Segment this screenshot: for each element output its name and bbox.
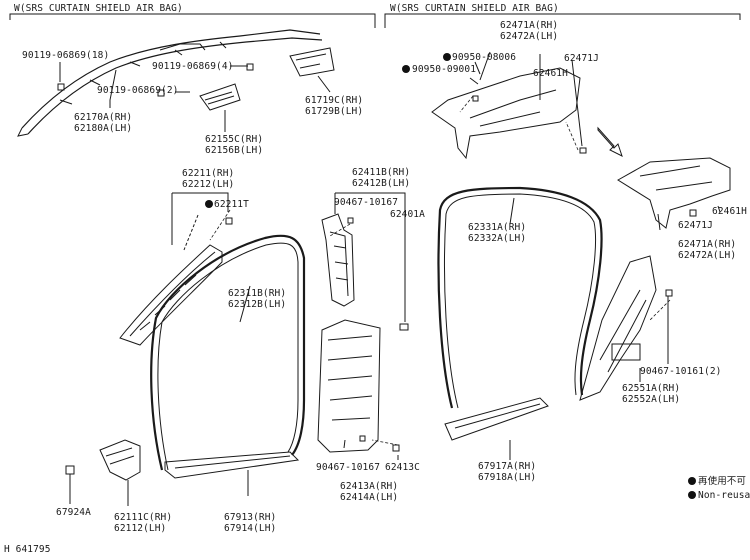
scuff-plate-rear bbox=[444, 397, 549, 441]
figure-id: H 641795 bbox=[4, 544, 51, 555]
part-label: 62170A(RH) bbox=[74, 112, 133, 123]
part-label: 62312B(LH) bbox=[228, 299, 287, 310]
legend-dot-icon bbox=[688, 491, 696, 499]
part-label: 62413C bbox=[385, 462, 420, 473]
left-section-bracket bbox=[9, 13, 376, 28]
part-label: 67917A(RH) bbox=[478, 461, 537, 472]
part-label: 61719C(RH) bbox=[305, 95, 364, 106]
part-label: 67914(LH) bbox=[224, 523, 277, 534]
part-label: 62331A(RH) bbox=[468, 222, 527, 233]
screw-symbols bbox=[57, 63, 254, 97]
part-label: 61729B(LH) bbox=[305, 106, 364, 117]
part-label: 67918A(LH) bbox=[478, 472, 537, 483]
part-label: 62471J bbox=[678, 220, 713, 231]
part-label: 62112(LH) bbox=[114, 523, 167, 534]
part-label: 62212(LH) bbox=[182, 179, 235, 190]
part-label: 62332A(LH) bbox=[468, 233, 527, 244]
part-label: 67913(RH) bbox=[224, 512, 277, 523]
part-label: 62211T bbox=[214, 199, 249, 210]
door-opening-trim-rear bbox=[437, 186, 603, 409]
non-reusable-marker bbox=[205, 200, 213, 208]
part-label: 62472A(LH) bbox=[500, 31, 559, 42]
part-label: 62552A(LH) bbox=[622, 394, 681, 405]
non-reusable-marker bbox=[443, 53, 451, 61]
part-label: 62471A(RH) bbox=[500, 20, 559, 31]
b-pillar-upper bbox=[321, 213, 355, 307]
right-section-bracket bbox=[384, 13, 741, 28]
part-label: 62551A(RH) bbox=[622, 383, 681, 394]
part-label: 67924A bbox=[56, 507, 91, 518]
part-label: 90119-06869(4) bbox=[152, 61, 234, 72]
part-label: 62156B(LH) bbox=[205, 145, 264, 156]
legend-reusable-text: 再使用不可 bbox=[698, 476, 747, 487]
part-label: 90119-06869(18) bbox=[22, 50, 110, 61]
bracket-61719c bbox=[289, 47, 335, 77]
part-label: 62412B(LH) bbox=[352, 178, 411, 189]
right-section-header: W(SRS CURTAIN SHIELD AIR BAG) bbox=[390, 3, 559, 14]
curtain-airbag-drawing bbox=[17, 29, 323, 137]
rear-pillar-garnish-upper bbox=[431, 67, 581, 160]
part-label: 62461H bbox=[533, 68, 568, 79]
part-label: 62413A(RH) bbox=[340, 481, 399, 492]
non-reusable-marker bbox=[402, 65, 410, 73]
part-label: 90467-10167 bbox=[334, 197, 399, 208]
part-label: 90119-06869(2) bbox=[97, 85, 179, 96]
part-label: 62211(RH) bbox=[182, 168, 235, 179]
part-label: 62471J bbox=[564, 53, 599, 64]
rear-pillar-garnish-side bbox=[617, 157, 731, 229]
part-label: 90950-09001 bbox=[412, 64, 477, 75]
legend-non-reusable: Non-reusab bbox=[688, 490, 750, 501]
b-pillar-lower bbox=[317, 319, 381, 453]
clip-67924a bbox=[65, 465, 75, 475]
bracket-62155c bbox=[199, 83, 241, 111]
part-label: 62180A(LH) bbox=[74, 123, 133, 134]
part-label: 62111C(RH) bbox=[114, 512, 173, 523]
part-label: 90467-10161(2) bbox=[640, 366, 722, 377]
legend-dot-icon bbox=[688, 477, 696, 485]
part-label: 62461H bbox=[712, 206, 747, 217]
part-label: 62471A(RH) bbox=[678, 239, 737, 250]
kick-panel bbox=[99, 439, 141, 481]
part-label: 62414A(LH) bbox=[340, 492, 399, 503]
legend-reusable: 再使用不可 bbox=[688, 476, 746, 487]
door-opening-trim-front bbox=[150, 234, 306, 471]
part-label: 62311B(RH) bbox=[228, 288, 287, 299]
left-section-header: W(SRS CURTAIN SHIELD AIR BAG) bbox=[14, 3, 183, 14]
scuff-plate-front bbox=[164, 451, 300, 479]
part-label: 90950-08006 bbox=[452, 52, 517, 63]
part-label: 62411B(RH) bbox=[352, 167, 411, 178]
part-label: 90467-10167 bbox=[316, 462, 381, 473]
direction-arrow bbox=[597, 126, 623, 157]
rear-pillar-lower bbox=[579, 255, 657, 401]
part-label: 62472A(LH) bbox=[678, 250, 737, 261]
legend-non-reusable-text: Non-reusab bbox=[698, 490, 750, 501]
part-label: 62155C(RH) bbox=[205, 134, 264, 145]
part-label: 62401A bbox=[390, 209, 425, 220]
